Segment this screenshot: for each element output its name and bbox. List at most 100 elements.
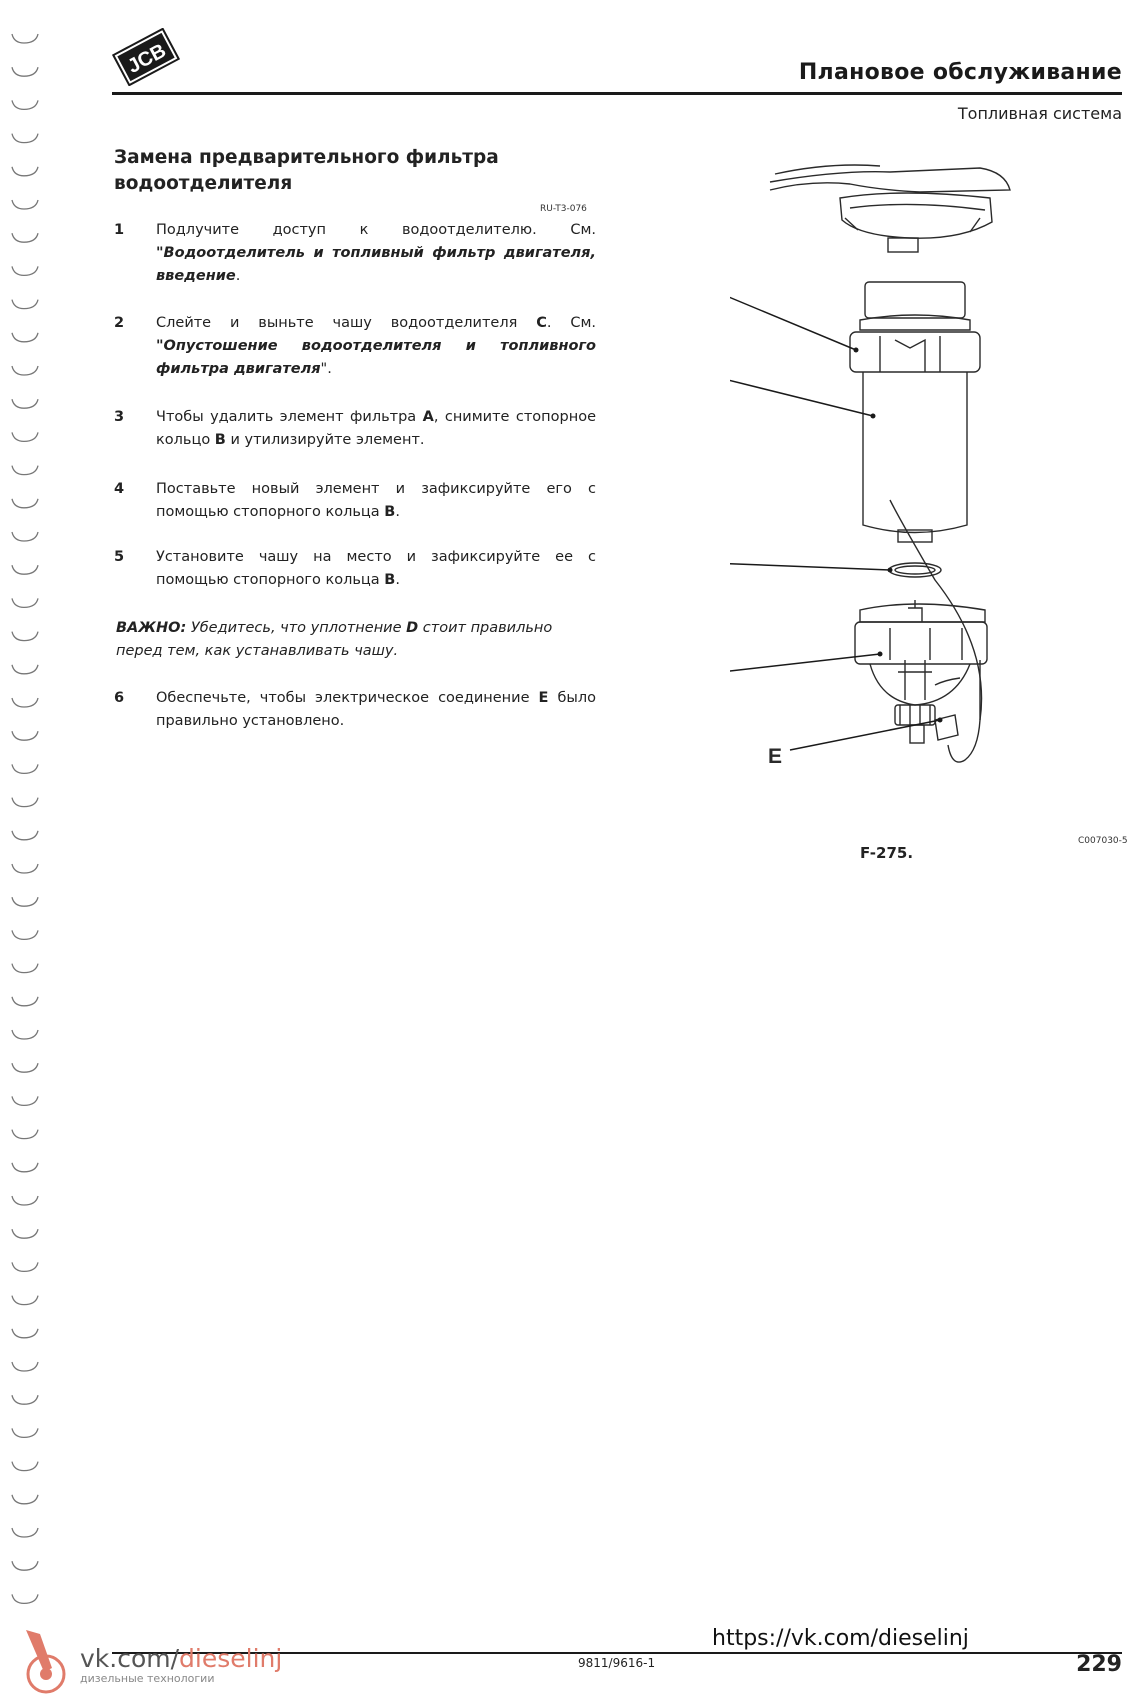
dieselinj-logo-icon (26, 1630, 66, 1694)
binding-ring (11, 598, 39, 609)
binding-ring (11, 565, 39, 575)
section-ref-code: RU-T3-076 (540, 204, 587, 214)
step-text: Подлучите доступ к водоотделителю. См. (156, 222, 596, 238)
binding-ring (11, 897, 39, 907)
binding-ring (11, 67, 39, 77)
callout-e: E (538, 690, 549, 706)
figure-caption: F-275. (860, 844, 914, 862)
binding-ring (11, 1527, 39, 1538)
callout-b: B (384, 572, 396, 588)
binding-ring (11, 996, 39, 1007)
page-number: 229 (1076, 1652, 1122, 1677)
binding-ring (11, 133, 39, 144)
step-reference-link[interactable]: "Водоотделитель и топливный фильтр двига… (156, 245, 596, 284)
watermark-link[interactable]: https://vk.com/dieselinj (712, 1626, 969, 1651)
step-text: и утилизируйте элемент. (225, 432, 425, 448)
bowl-c (854, 621, 988, 665)
figure-code: C007030-5 (1078, 836, 1128, 846)
binding-ring (11, 1029, 39, 1040)
binding-ring (11, 1229, 39, 1239)
binding-ring (11, 100, 39, 111)
watermark-vk-accent: dieselinj (179, 1644, 283, 1673)
binding-ring (11, 764, 39, 775)
binding-ring (11, 930, 39, 941)
binding-ring (11, 498, 39, 509)
binding-ring (11, 863, 39, 874)
binding-ring (11, 432, 39, 443)
step-text: . (395, 572, 400, 588)
filter-element-a (862, 372, 968, 534)
step-number: 2 (114, 315, 125, 331)
binding-ring (11, 166, 39, 177)
watermark-vk: vk.com/dieselinj (80, 1644, 282, 1673)
step-text: Поставьте новый элемент и зафиксируйте е… (156, 481, 596, 520)
binding-ring (11, 797, 39, 808)
step-text: Обеспечьте, чтобы электрическое соединен… (156, 690, 539, 706)
binding-ring (11, 1461, 39, 1472)
step-reference-link[interactable]: "Опустошение водоотделителя и топливного… (156, 338, 596, 377)
binding-ring (11, 266, 39, 277)
step-text: . См. (546, 315, 597, 331)
watermark-vk-prefix: vk.com/ (80, 1644, 180, 1673)
page-header-title: Плановое обслуживание (798, 60, 1122, 85)
step-5: 5 Установите чашу на место и зафиксируйт… (114, 546, 596, 592)
binding-ring (11, 664, 39, 675)
binding-ring (11, 1428, 39, 1439)
binding-ring (11, 332, 39, 343)
binding-ring (11, 1096, 39, 1107)
jcb-logo: JCB (112, 28, 180, 86)
callout-b: B (384, 504, 396, 520)
binding-ring (11, 199, 39, 210)
step-text-end: ". (320, 361, 332, 377)
seal-d (888, 562, 942, 578)
important-text: стоит правильно перед тем, как устанавли… (116, 620, 553, 659)
step-text-end: . (235, 268, 241, 284)
binding-ring (11, 1328, 39, 1339)
binding-ring (11, 531, 39, 542)
spiral-binding (11, 33, 39, 1605)
retaining-ring-b (849, 331, 981, 373)
footer-doc-code: 9811/9616-1 (578, 1656, 656, 1670)
step-3: 3 Чтобы удалить элемент фильтра A, сними… (114, 406, 596, 452)
header-rule (112, 92, 1122, 95)
page-header-subtitle: Топливная система (957, 104, 1122, 123)
electrical-connector-e (934, 714, 959, 741)
step-text: Слейте и выньте чашу водоотделителя (156, 315, 537, 331)
watermark-subtitle: дизельные технологии (80, 1672, 215, 1685)
binding-ring (11, 631, 39, 642)
binding-ring (11, 1063, 39, 1073)
step-text: . (395, 504, 400, 520)
step-text: Установите чашу на место и зафиксируйте … (156, 549, 596, 588)
binding-ring (11, 1295, 39, 1306)
binding-ring (11, 1594, 39, 1605)
binding-ring (11, 233, 39, 243)
callout-b: B (214, 432, 226, 448)
binding-ring (11, 1195, 39, 1206)
step-number: 3 (114, 409, 125, 425)
step-1: 1 Подлучите доступ к водоотделителю. См.… (114, 219, 596, 288)
step-6: 6 Обеспечьте, чтобы электрическое соедин… (114, 687, 596, 733)
important-label: ВАЖНО: (116, 620, 187, 636)
fuel-filter-diagram: B A D C E (730, 164, 1011, 768)
step-text: было правильно установлено. (156, 690, 596, 729)
callout-c: C (536, 315, 547, 331)
binding-ring (11, 365, 39, 376)
step-number: 5 (114, 549, 125, 565)
binding-ring (11, 830, 39, 841)
binding-ring (11, 1395, 39, 1405)
callout-a: A (422, 409, 434, 425)
callout-d: D (406, 620, 419, 636)
binding-ring (11, 1162, 39, 1173)
binding-ring (11, 1561, 39, 1571)
filter-head (769, 167, 1011, 193)
binding-ring (11, 1361, 39, 1372)
footer-rule (112, 1652, 1122, 1654)
important-note: ВАЖНО: Убедитесь, что уплотнение D стоит… (116, 617, 596, 663)
step-text: Чтобы удалить элемент фильтра (156, 409, 423, 425)
binding-ring (11, 399, 39, 409)
binding-ring (11, 299, 39, 310)
binding-ring (11, 731, 39, 741)
step-number: 6 (114, 690, 125, 706)
binding-ring (11, 1494, 39, 1505)
step-number: 1 (114, 222, 125, 238)
